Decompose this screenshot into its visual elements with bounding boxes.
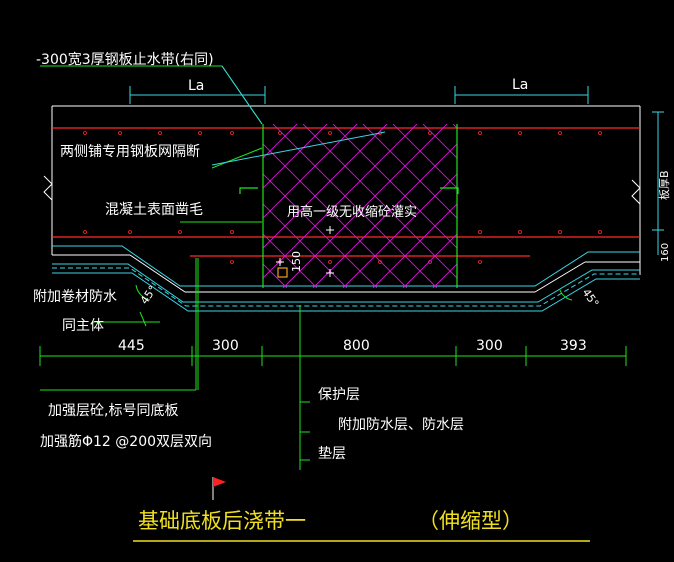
extra-membrane-label-1: 附加卷材防水 [33,289,117,305]
reinforce-layer-label: 加强层砼,标号同底板 [48,403,178,419]
dim-445: 445 [118,338,145,354]
cushion-layer-label: 垫层 [318,446,346,462]
concrete-roughen-label: 混凝土表面凿毛 [105,202,203,218]
la-dimensions [129,86,664,255]
fill-concrete-label: 用高一级无收缩砼灌实 [287,204,417,220]
drawing-title-type: （伸缩型） [418,509,523,533]
dim-300-left: 300 [212,338,239,354]
drawing-title: 基础底板后浇带一 [138,509,306,533]
steel-mesh-partitions [239,124,459,288]
la-left-label: La [188,78,204,94]
rebar-section-mark [277,267,288,278]
waterproof-layers [52,245,640,312]
dim-160-label: 160 [660,243,671,262]
dim-150-label: 150 [290,251,303,272]
waterstop-label: -300宽3厚钢板止水带(右同) [36,51,214,68]
waterstop-leader [211,65,386,166]
angle-left-label: 45° [138,283,160,306]
waterproof-layer-label: 附加防水层、防水层 [338,417,464,433]
dim-393: 393 [560,338,587,354]
rebar-lines [52,127,640,257]
angle-right-label: 45° [580,286,602,309]
slab-mark-label: 板厚B [657,170,671,200]
angle-marks [135,284,573,301]
bottom-dimension-line [39,346,627,366]
protect-layer-label: 保护层 [318,387,360,403]
break-symbols [43,175,641,205]
reinforce-rebar-label: 加强筋Φ12 @200双层双向 [40,433,212,450]
leader-lines [40,65,310,470]
dim-300-right: 300 [476,338,503,354]
la-right-label: La [512,77,528,93]
center-marks [276,226,334,277]
extra-membrane-label-2: 同主体 [62,318,104,334]
slab-outline [51,105,641,293]
flag-icon [212,477,226,500]
mesh-partition-label: 两侧铺专用钢板网隔断 [60,144,200,160]
dim-800: 800 [343,338,370,354]
